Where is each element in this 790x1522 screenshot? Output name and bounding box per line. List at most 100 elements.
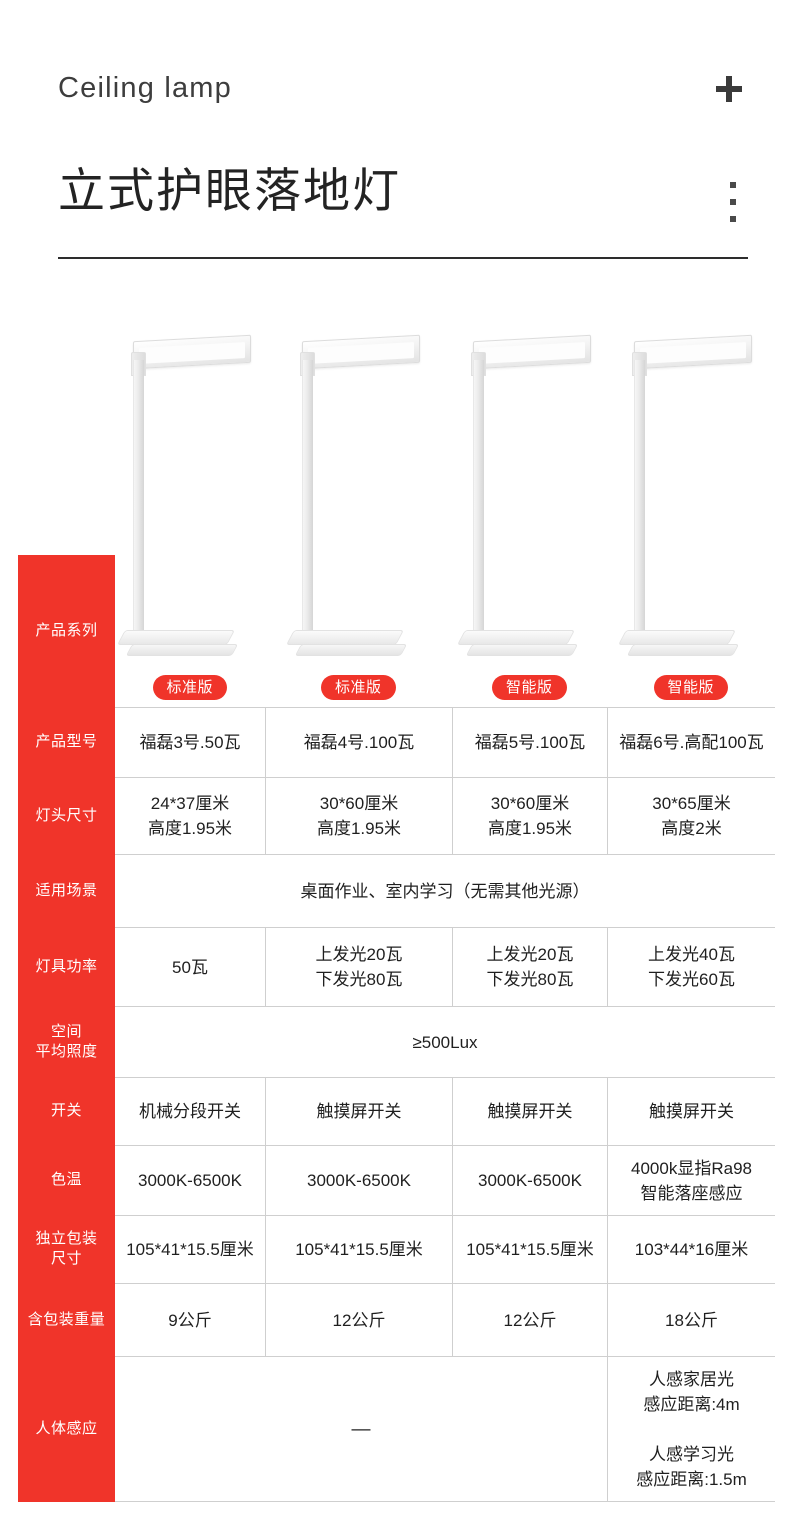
plus-icon[interactable] xyxy=(716,76,742,102)
table-cell: 103*44*16厘米 xyxy=(607,1216,775,1283)
table-cell: 30*60厘米 高度1.95米 xyxy=(452,778,607,854)
table-cell: 50瓦 xyxy=(172,957,208,977)
spec-row-label-line: 灯具功率 xyxy=(35,957,98,975)
spec-row-label-line: 色温 xyxy=(50,1171,82,1188)
table-cell: 触摸屏开关 xyxy=(607,1078,775,1145)
table-cell-merged: 桌面作业、室内学习（无需其他光源） xyxy=(300,881,590,901)
spec-row-label-line: 产品系列 xyxy=(35,622,98,639)
table-cell: 机械分段开关 xyxy=(139,1102,241,1121)
table-cell: 105*41*15.5厘米 xyxy=(452,1216,607,1283)
table-cell: 12公斤 xyxy=(265,1284,452,1356)
spec-row-label-line: 尺寸 xyxy=(50,1250,82,1267)
product-lamp-image xyxy=(616,330,766,670)
lamp-head xyxy=(634,334,752,370)
lamp-pole xyxy=(472,360,484,640)
dot xyxy=(730,199,736,205)
lamp-base-top xyxy=(618,630,736,645)
spec-row-label: 人体感应 xyxy=(18,1356,115,1502)
spec-row-label-line: 平均照度 xyxy=(35,1042,98,1060)
product-lamp-image xyxy=(115,330,265,670)
table-cell: 3000K-6500K xyxy=(265,1146,452,1215)
table-cell: 触摸屏开关 xyxy=(452,1078,607,1145)
spec-row-label-line: 开关 xyxy=(50,1102,82,1119)
table-cell: 24*37厘米 高度1.95米 xyxy=(147,794,233,838)
table-cell: 人感家居光 感应距离:4m 人感学习光 感应距离:1.5m xyxy=(607,1357,775,1501)
product-series-badge: 标准版 xyxy=(152,675,228,700)
dot xyxy=(730,182,736,188)
dot xyxy=(730,216,736,222)
table-cell-merged: — xyxy=(351,1418,371,1440)
spec-row-label: 适用场景 xyxy=(18,854,115,927)
table-cell: 福磊3号.50瓦 xyxy=(139,733,241,752)
spec-row-label: 独立包装尺寸 xyxy=(18,1215,115,1283)
lamp-head xyxy=(472,334,591,370)
product-lamp-image xyxy=(284,330,434,670)
spec-row-label: 灯头尺寸 xyxy=(18,777,115,854)
spec-row-label-line: 空间 xyxy=(50,1022,82,1040)
product-series-badge: 标准版 xyxy=(321,675,396,700)
table-cell: 3000K-6500K xyxy=(138,1171,242,1190)
lamp-head xyxy=(133,334,251,370)
more-vertical-icon[interactable] xyxy=(730,182,738,222)
table-cell: 触摸屏开关 xyxy=(265,1078,452,1145)
table-cell: 9公斤 xyxy=(168,1310,212,1330)
lamp-base-top xyxy=(117,630,235,645)
table-cell: 105*41*15.5厘米 xyxy=(265,1216,452,1283)
lamp-base-bot xyxy=(626,644,740,656)
page-title: 立式护眼落地灯 xyxy=(58,164,401,217)
lamp-base-bot xyxy=(465,644,578,656)
spec-row-label-line: 人体感应 xyxy=(35,1420,98,1437)
table-cell: 105*41*15.5厘米 xyxy=(126,1240,254,1259)
table-cell: 30*65厘米 高度2米 xyxy=(607,778,775,854)
spec-row-label-line: 产品型号 xyxy=(35,733,98,750)
table-cell: 上发光20瓦 下发光80瓦 xyxy=(265,928,452,1006)
spec-label-rail: 产品系列产品型号灯头尺寸适用场景灯具功率空间平均照度开关色温独立包装尺寸含包装重… xyxy=(18,555,115,1502)
spec-row-label: 含包装重量 xyxy=(18,1283,115,1356)
table-cell: 12公斤 xyxy=(452,1284,607,1356)
table-row: 50瓦上发光20瓦 下发光80瓦上发光20瓦 下发光80瓦上发光40瓦 下发光6… xyxy=(115,927,775,1006)
lamp-base-top xyxy=(285,630,404,645)
product-lamp-image xyxy=(455,330,605,670)
product-series-badge: 智能版 xyxy=(492,675,567,700)
spec-row-label-line: 含包装重量 xyxy=(27,1310,106,1328)
table-cell: 福磊5号.100瓦 xyxy=(452,708,607,777)
table-cell: 18公斤 xyxy=(607,1284,775,1356)
table-cell: 3000K-6500K xyxy=(452,1146,607,1215)
lamp-pole xyxy=(301,360,313,640)
spec-row-label-line: 独立包装 xyxy=(35,1230,98,1247)
table-cell: 福磊4号.100瓦 xyxy=(265,708,452,777)
product-series-badge: 智能版 xyxy=(653,675,729,700)
spec-row-label: 产品型号 xyxy=(18,707,115,777)
spec-row-label-line: 适用场景 xyxy=(35,881,98,899)
product-series-badge-row: 标准版 标准版 智能版 智能版 xyxy=(115,675,775,703)
table-row: 桌面作业、室内学习（无需其他光源） xyxy=(115,854,775,927)
lamp-base-bot xyxy=(294,644,407,656)
spec-row-label-line: 灯头尺寸 xyxy=(35,806,98,824)
table-row: ≥500Lux xyxy=(115,1006,775,1077)
table-cell: 上发光20瓦 下发光80瓦 xyxy=(452,928,607,1006)
product-image-row xyxy=(115,330,775,670)
spec-row-label: 空间平均照度 xyxy=(18,1006,115,1077)
spec-row-label: 产品系列 xyxy=(18,555,115,707)
table-cell: 福磊6号.高配100瓦 xyxy=(607,708,775,777)
table-cell: 上发光40瓦 下发光60瓦 xyxy=(607,928,775,1006)
table-row: 机械分段开关触摸屏开关触摸屏开关触摸屏开关 xyxy=(115,1077,775,1145)
lamp-pole xyxy=(133,360,144,640)
table-cell: 30*60厘米 高度1.95米 xyxy=(265,778,452,854)
lamp-base-top xyxy=(456,630,575,645)
spec-row-label: 色温 xyxy=(18,1145,115,1215)
table-row: 福磊3号.50瓦 福磊4号.100瓦福磊5号.100瓦福磊6号.高配100瓦 xyxy=(115,707,775,777)
page-header: Ceiling lamp 立式护眼落地灯 xyxy=(0,0,790,262)
table-cell: 4000k显指Ra98 智能落座感应 xyxy=(607,1146,775,1215)
eyebrow-label: Ceiling lamp xyxy=(58,72,232,104)
spec-row-label: 灯具功率 xyxy=(18,927,115,1006)
spec-row-label: 开关 xyxy=(18,1077,115,1145)
table-row: — 人感家居光 感应距离:4m 人感学习光 感应距离:1.5m xyxy=(115,1356,775,1502)
header-divider xyxy=(58,257,748,259)
lamp-pole xyxy=(634,360,645,640)
